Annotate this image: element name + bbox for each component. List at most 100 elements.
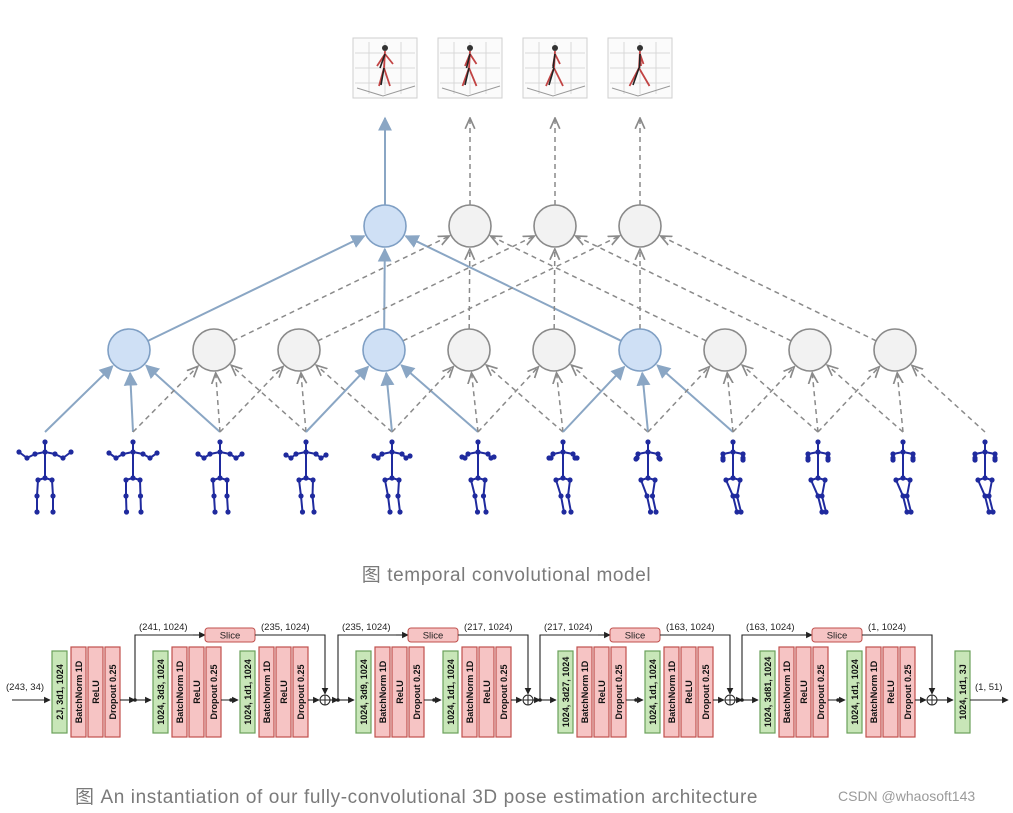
bone [226, 495, 229, 513]
joint [288, 455, 294, 461]
junction-dot [432, 698, 436, 702]
stage-4-b-norm-layer [865, 646, 882, 738]
skip-in-shape-label: (163, 1024) [746, 622, 795, 633]
input-to-middle-arrow [391, 367, 453, 433]
stage-2-a-norm-label: BatchNorm 1D [378, 660, 388, 723]
top-layer-node [448, 204, 492, 248]
joint [217, 449, 223, 455]
bone [139, 495, 142, 513]
joint [42, 449, 48, 455]
joint [123, 509, 130, 515]
input-to-middle-arrow [732, 367, 794, 433]
joint [217, 439, 223, 445]
joint [730, 439, 736, 445]
joint [130, 439, 136, 445]
joint [472, 493, 478, 499]
joint [822, 477, 828, 483]
head [382, 45, 388, 51]
joint [123, 493, 129, 499]
joint [482, 477, 488, 483]
floor-line [526, 85, 586, 97]
joint [485, 451, 491, 457]
first-block-conv-label: 2J, 3d1, 1024 [55, 664, 65, 720]
joint [459, 454, 465, 460]
joint [990, 509, 996, 515]
joint [986, 509, 992, 515]
floor-line [611, 85, 671, 97]
bone [977, 479, 986, 497]
joint [553, 477, 559, 483]
joint [50, 509, 56, 515]
stage-4-a-conv-label: 1024, 3d81, 1024 [763, 657, 773, 728]
bone [821, 479, 826, 497]
bone [732, 495, 738, 513]
joint [904, 493, 910, 499]
joint [645, 475, 651, 481]
input-2d-skeleton [720, 439, 746, 515]
joint [815, 475, 821, 481]
joint [657, 456, 663, 462]
joint [805, 457, 811, 463]
stage-4-a-norm-layer [778, 646, 795, 738]
input-2d-skeleton [546, 439, 580, 515]
middle-to-top-arrow [402, 236, 619, 342]
first-block-drop-layer [104, 646, 121, 738]
input-to-middle-arrow [132, 366, 198, 433]
joint [50, 493, 56, 499]
stage-3-b-act-label: ReLU [684, 680, 694, 704]
joint [217, 475, 223, 481]
joint [60, 455, 66, 461]
joint [825, 451, 831, 457]
stage-1-b-act-label: ReLU [279, 680, 289, 704]
input-to-middle-arrow [219, 367, 283, 433]
middle-layer-node [788, 328, 832, 372]
joint [890, 451, 896, 457]
joint [565, 493, 571, 499]
input-2d-skeleton [16, 439, 74, 515]
input-2d-skeleton [890, 439, 916, 515]
input-to-middle-arrow [145, 364, 221, 433]
stage-2-b-norm-layer [461, 646, 478, 738]
joint [649, 493, 656, 499]
joint [24, 455, 30, 461]
joint [130, 449, 136, 455]
head [467, 45, 473, 51]
joint [992, 457, 998, 463]
bone [906, 495, 912, 513]
junction-dot [836, 698, 840, 702]
stage-3-b-conv-label: 1024, 1d1, 1024 [648, 659, 658, 725]
input-to-middle-arrow [571, 365, 649, 433]
joint [815, 439, 821, 445]
joint [379, 451, 385, 457]
input-to-middle-arrow [656, 364, 734, 433]
joint [975, 477, 981, 483]
joint [34, 493, 40, 499]
black-limbs [379, 53, 386, 86]
stage-2-a-drop-label: Dropout 0.25 [412, 664, 422, 719]
joint [900, 449, 906, 455]
joint [567, 477, 573, 483]
bone [906, 479, 911, 497]
stage-3-a-drop-layer [610, 646, 627, 738]
input-to-middle-arrow [562, 365, 626, 433]
joint [207, 451, 213, 457]
joint [106, 450, 112, 456]
joint [723, 477, 729, 483]
joint [647, 509, 654, 515]
joint [296, 477, 302, 483]
joint [890, 457, 896, 463]
joint [633, 456, 639, 462]
skip-in-shape-label: (235, 1024) [342, 622, 391, 633]
joint [730, 493, 736, 499]
final-conv-label: 1024, 1d1, 3J [958, 664, 968, 720]
joint [558, 493, 564, 499]
joint [52, 451, 58, 457]
joint [195, 451, 201, 457]
skip-merge-path [862, 634, 936, 695]
joint [313, 451, 319, 457]
skip-out-shape-label: (163, 1024) [666, 622, 715, 633]
top-layer-node [618, 204, 662, 248]
stage-4-a-norm-label: BatchNorm 1D [782, 660, 792, 723]
red-limbs [376, 50, 394, 87]
